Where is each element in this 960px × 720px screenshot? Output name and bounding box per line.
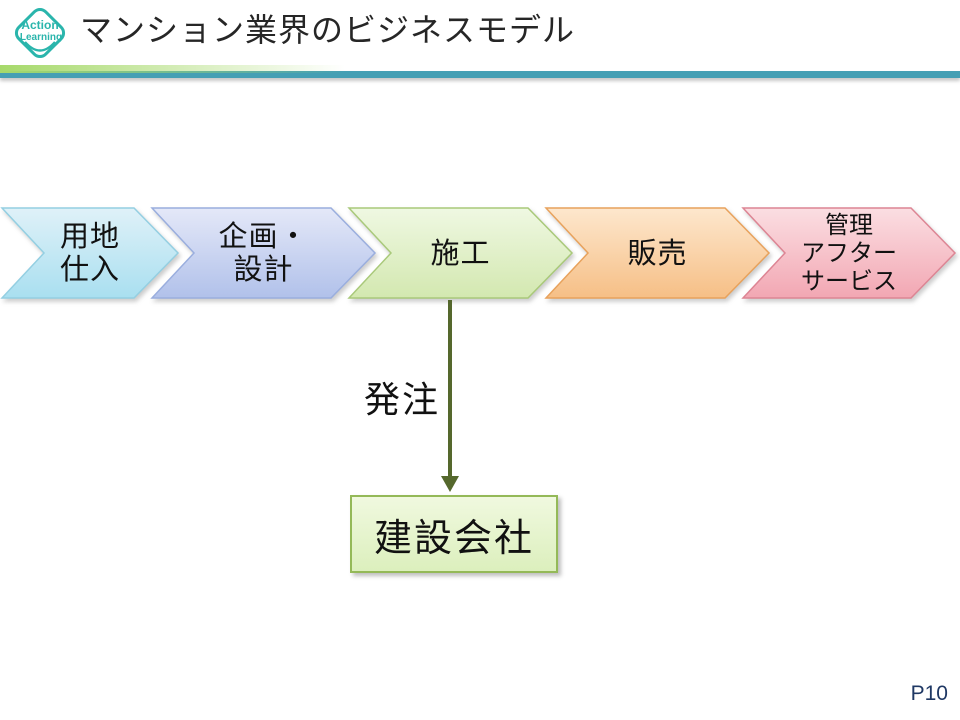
chevron-label-3: 施工 — [430, 237, 491, 270]
chevron-label-1: 用地 仕入 — [59, 221, 120, 286]
chevron-label-4: 販売 — [627, 237, 688, 270]
page-number: P10 — [910, 682, 948, 705]
chevron-step-2 — [150, 207, 377, 299]
process-flow-shapes — [0, 207, 957, 299]
chevron-label-2: 企画・ 設計 — [218, 221, 309, 286]
process-flow: 用地 仕入 企画・ 設計 施工 販売 管理 アフター サービス — [0, 206, 960, 302]
title-divider-bar — [0, 71, 960, 78]
logo-text-line1: Action — [21, 18, 58, 32]
page-title: マンション業界のビジネスモデル — [80, 12, 576, 48]
title-divider-accent — [0, 65, 345, 73]
chevron-step-3 — [347, 207, 574, 299]
chevron-step-4 — [544, 207, 771, 299]
chevron-step-1 — [0, 207, 180, 299]
order-arrow-head-icon — [441, 476, 459, 492]
logo-text-line2: Learning — [20, 32, 62, 43]
chevron-label-5: 管理 アフター サービス — [801, 212, 897, 295]
logo-smile-icon — [24, 41, 56, 52]
construction-company-box: 建設会社 — [350, 495, 558, 573]
process-flow-labels: 用地 仕入 企画・ 設計 施工 販売 管理 アフター サービス — [0, 206, 960, 302]
action-learning-logo: Action Learning — [14, 7, 66, 59]
chevron-step-5 — [741, 207, 957, 299]
order-arrow-label: 発注 — [363, 379, 440, 420]
order-arrow — [448, 300, 452, 478]
